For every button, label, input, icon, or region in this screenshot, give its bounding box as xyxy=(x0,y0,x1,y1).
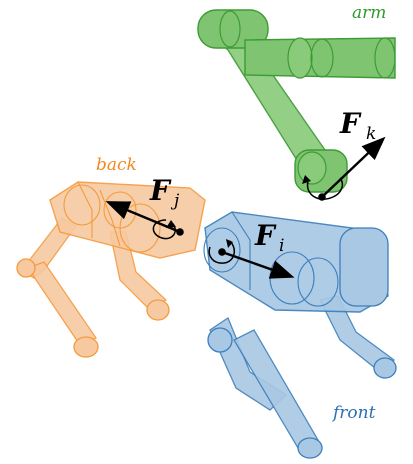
force-back-symbol: F xyxy=(149,174,172,207)
arm-label: arm xyxy=(352,3,386,23)
front-body xyxy=(203,211,397,459)
force-back xyxy=(105,201,184,240)
force-arm-symbol: F xyxy=(339,107,362,140)
arm-body xyxy=(197,9,396,193)
force-front-symbol: F xyxy=(254,219,277,252)
back-label: back xyxy=(96,155,137,175)
force-front xyxy=(208,239,295,279)
force-back-subscript: j xyxy=(170,191,180,211)
force-front-subscript: i xyxy=(279,236,284,256)
front-label: front xyxy=(331,403,376,423)
force-arm-subscript: k xyxy=(366,124,376,144)
force-arm xyxy=(302,136,386,201)
